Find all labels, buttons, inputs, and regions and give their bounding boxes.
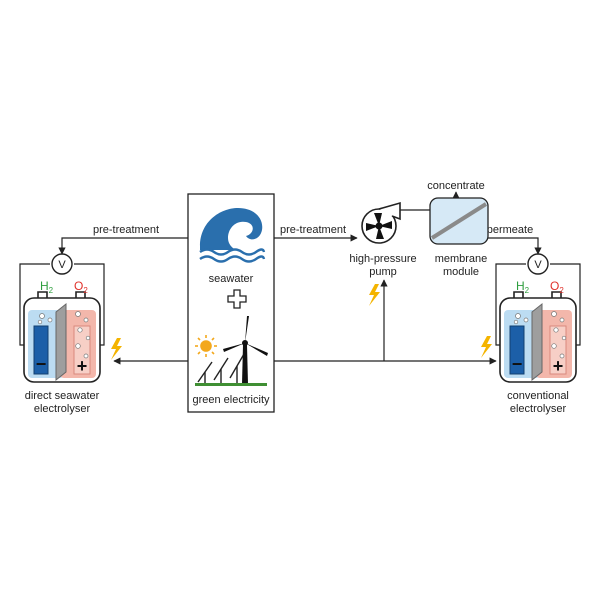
pump-icon xyxy=(361,201,401,244)
lightning-icon xyxy=(481,336,492,358)
conventional-electrolyser: − + xyxy=(495,263,581,383)
seawater-label: seawater xyxy=(209,273,254,285)
voltmeter-label: V xyxy=(58,259,66,271)
minus-sign: − xyxy=(36,354,47,374)
o2-label: O2 xyxy=(550,279,564,295)
pretreatment-right-label: pre-treatment xyxy=(280,224,346,236)
permeate-label: permeate xyxy=(487,224,533,236)
conventional-electrolyser-label-line1: conventional xyxy=(507,390,569,402)
pump-label-line1: high-pressure xyxy=(349,253,416,265)
solar-panel-icon xyxy=(197,353,245,384)
direct-electrolyser-label-line2: electrolyser xyxy=(34,403,91,415)
lightning-icon xyxy=(111,338,122,360)
pretreatment-left-label: pre-treatment xyxy=(93,224,159,236)
sun-icon xyxy=(195,335,217,357)
pump-label-line2: pump xyxy=(369,266,397,278)
wind-turbine-icon xyxy=(223,316,268,384)
h2-label: H2 xyxy=(516,279,530,295)
voltmeter-label: V xyxy=(534,259,542,271)
permeate-line xyxy=(488,237,542,255)
voltmeter-icon: V xyxy=(51,253,73,275)
direct-seawater-electrolyser: − + xyxy=(19,263,105,383)
plus-sign: + xyxy=(77,356,88,376)
membrane-label-line2: module xyxy=(443,266,479,278)
o2-label: O2 xyxy=(74,279,88,295)
concentrate-label: concentrate xyxy=(427,180,484,192)
green-electricity-label: green electricity xyxy=(192,394,270,406)
plus-sign: + xyxy=(553,356,564,376)
direct-electrolyser-label-line1: direct seawater xyxy=(25,390,100,402)
membrane-module xyxy=(429,197,489,245)
conventional-electrolyser-label-line2: electrolyser xyxy=(510,403,567,415)
voltmeter-icon: V xyxy=(527,253,549,275)
wave-icon xyxy=(199,208,266,263)
water-line-left xyxy=(58,237,188,255)
plus-icon xyxy=(227,289,247,309)
ground-line xyxy=(195,383,267,386)
lightning-icon xyxy=(369,284,380,306)
minus-sign: − xyxy=(512,354,523,374)
membrane-label-line1: membrane xyxy=(435,253,488,265)
h2-label: H2 xyxy=(40,279,54,295)
